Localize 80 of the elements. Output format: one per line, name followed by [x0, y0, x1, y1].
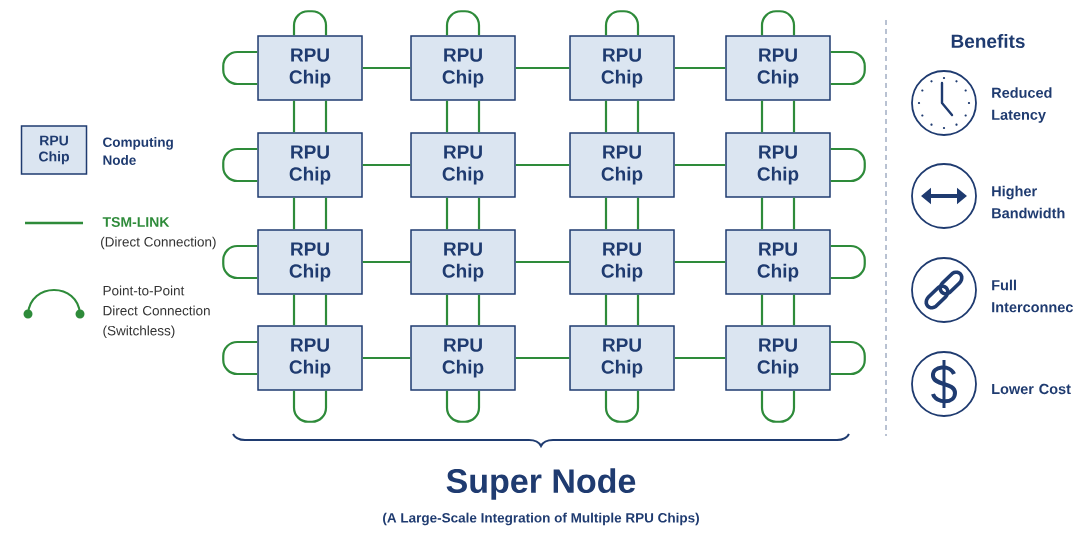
link-line — [445, 390, 481, 423]
legend-text: Point-to-Point Direct Connection (Switchless) — [103, 285, 210, 339]
link-line — [760, 294, 764, 326]
chip-box: RPU Chip — [410, 35, 516, 101]
link-line — [222, 340, 258, 376]
legend-text: Computing Node — [103, 137, 173, 165]
link-line — [604, 10, 640, 36]
link-line — [515, 260, 570, 264]
chip-box: RPU Chip — [569, 35, 675, 101]
chip-box: RPU Chip — [257, 325, 363, 391]
link-line — [604, 197, 608, 230]
chip-box: RPU Chip — [257, 132, 363, 198]
chip-box: RPU Chip — [257, 35, 363, 101]
link-line — [445, 197, 449, 230]
chip-box: RPU Chip — [410, 229, 516, 295]
link-line — [636, 294, 640, 326]
chip-box: RPU Chip — [725, 325, 831, 391]
link-line — [292, 294, 296, 326]
link-line — [362, 260, 411, 264]
chip-box: RPU Chip — [20, 125, 88, 175]
link-line — [222, 244, 258, 280]
link-line — [604, 390, 640, 423]
link-line — [292, 10, 328, 36]
chip-box: RPU Chip — [725, 229, 831, 295]
link-line — [445, 10, 481, 36]
link-line — [445, 294, 449, 326]
link-line — [445, 100, 449, 133]
benefit-text: Full Interconnec — [992, 279, 1073, 313]
link-line — [515, 66, 570, 70]
link-line — [222, 147, 258, 183]
link-line — [674, 66, 726, 70]
link-line — [674, 260, 726, 264]
chip-box: RPU Chip — [410, 325, 516, 391]
link-line — [362, 356, 411, 360]
link-line — [792, 294, 796, 326]
link-line — [604, 100, 608, 133]
link-line — [674, 163, 726, 167]
link-line — [792, 197, 796, 230]
chip-box: RPU Chip — [569, 325, 675, 391]
benefit-text: Reduced Latency — [992, 87, 1052, 123]
link-line — [830, 50, 866, 86]
link-line — [292, 197, 296, 230]
link-line — [792, 100, 796, 133]
chip-box: RPU Chip — [569, 229, 675, 295]
link-line — [222, 50, 258, 86]
link-line — [515, 163, 570, 167]
link-line — [830, 244, 866, 280]
chip-box: RPU Chip — [569, 132, 675, 198]
chip-box: RPU Chip — [410, 132, 516, 198]
link-line — [830, 340, 866, 376]
link-line — [477, 100, 481, 133]
link-line — [324, 197, 328, 230]
link-line — [674, 356, 726, 360]
link-line — [292, 390, 328, 423]
benefit-text: Higher Bandwidth — [992, 185, 1065, 219]
legend-text: TSM-LINK — [102, 217, 170, 227]
link-line — [760, 390, 796, 423]
heading: Benefits — [951, 34, 1025, 48]
link-line — [760, 100, 764, 133]
link-line — [292, 100, 296, 133]
link-line — [515, 356, 570, 360]
link-line — [830, 147, 866, 183]
link-line — [324, 294, 328, 326]
caption: (A Large-Scale Integration of Multiple RPU Chips) — [383, 512, 699, 526]
link-line — [636, 197, 640, 230]
link-line — [604, 294, 608, 326]
legend-text: (Direct Connection) — [101, 236, 216, 250]
chip-box: RPU Chip — [725, 132, 831, 198]
heading: Super Node — [446, 468, 636, 500]
link-line — [324, 100, 328, 133]
link-line — [477, 294, 481, 326]
link-line — [362, 66, 411, 70]
link-line — [477, 197, 481, 230]
link-line — [760, 197, 764, 230]
link-line — [636, 100, 640, 133]
chip-box: RPU Chip — [725, 35, 831, 101]
link-line — [362, 163, 411, 167]
chip-box: RPU Chip — [257, 229, 363, 295]
benefit-text: Lower Cost — [992, 383, 1071, 395]
link-line — [760, 10, 796, 36]
